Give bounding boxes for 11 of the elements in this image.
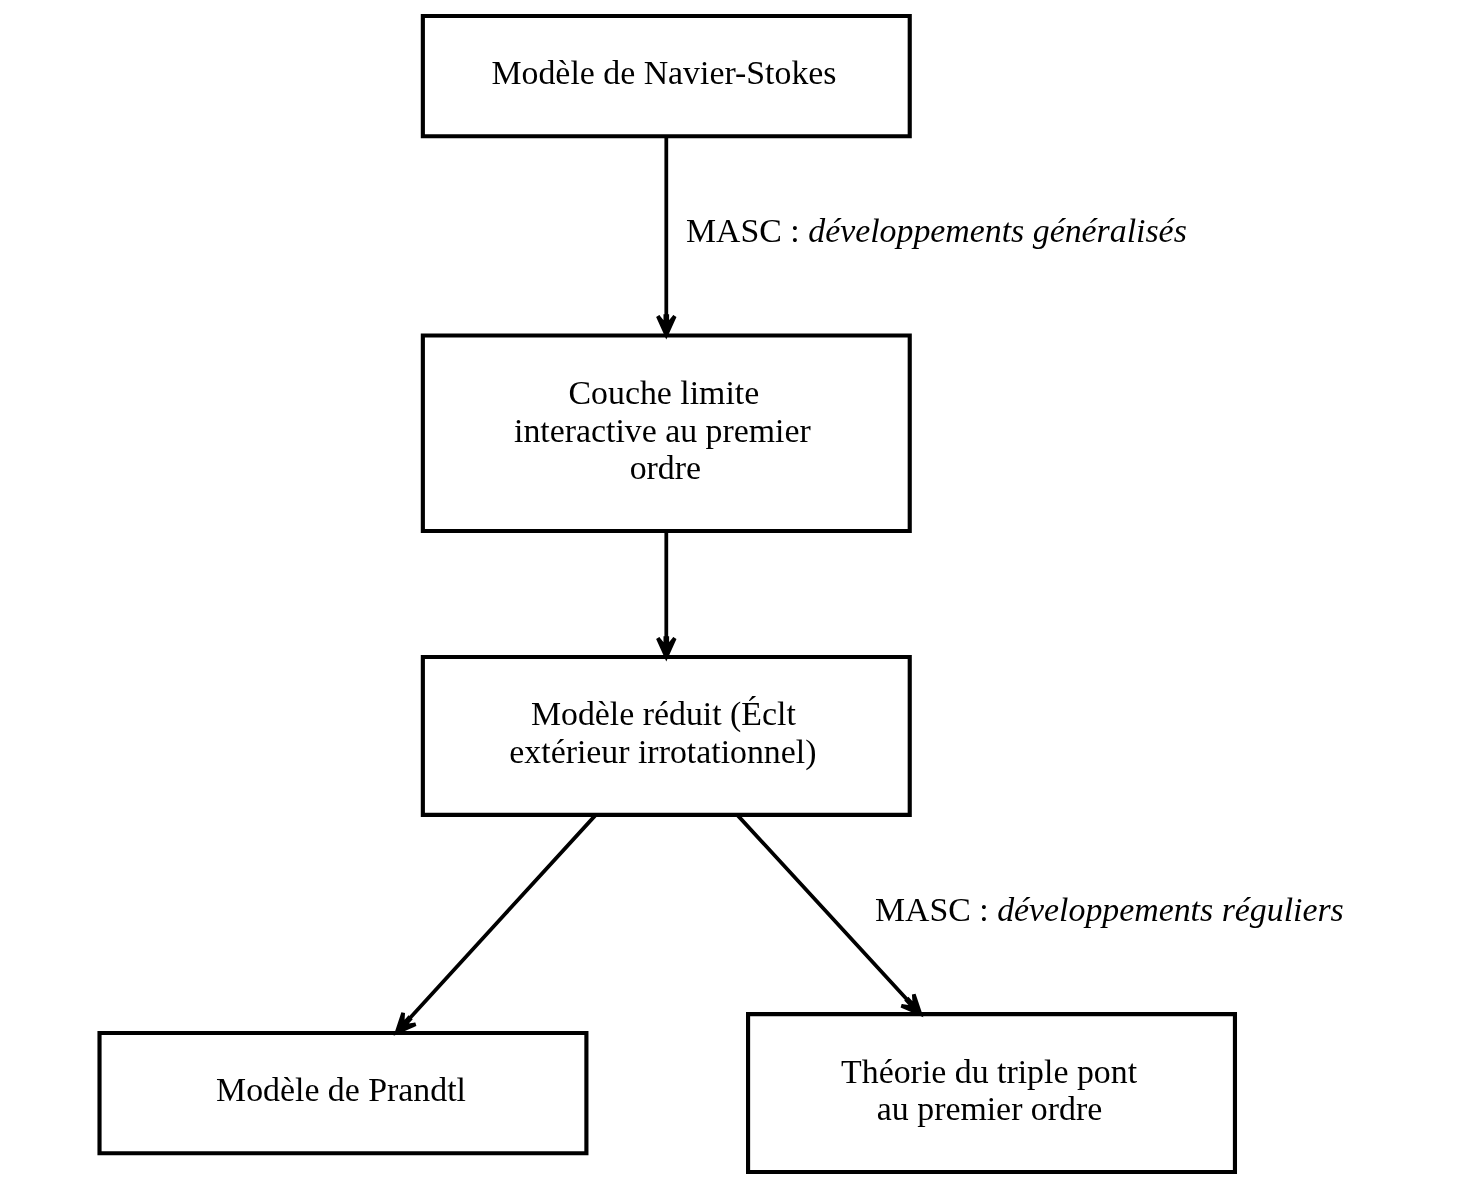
arrow (655, 136, 677, 337)
node-box: Modèle de Navier-Stokes (420, 13, 912, 139)
node-box: Modèle réduit (Éclt extérieur irrotationnel) (420, 654, 912, 817)
edge-label: MASC : développements réguliers (874, 890, 1344, 928)
arrow (655, 531, 677, 659)
node-box: Couche limite interactive au premier ordre (420, 333, 912, 534)
arrow (394, 814, 597, 1035)
node-box: Modèle de Prandtl (96, 1030, 588, 1156)
node-box: Théorie du triple pont au premier ordre (745, 1012, 1237, 1175)
arrow (735, 814, 922, 1016)
edge-label: MASC : développements généralisés (685, 212, 1187, 250)
